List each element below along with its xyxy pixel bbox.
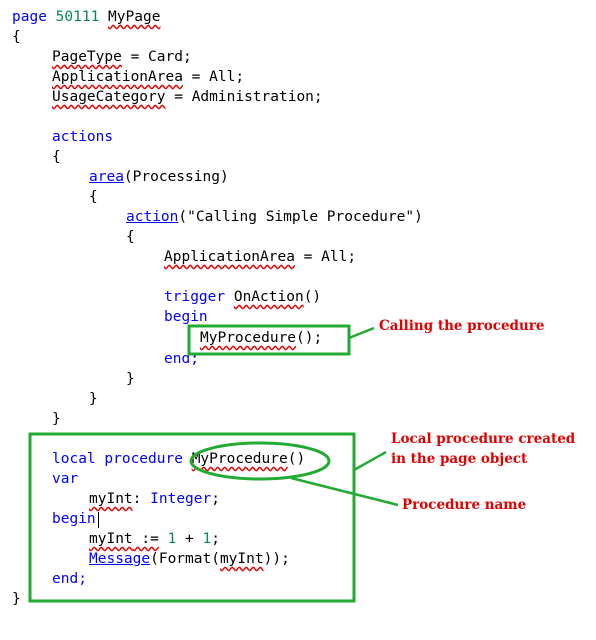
- annotation-local-procedure-line2: in the page object: [391, 451, 528, 467]
- message-function: Message: [89, 551, 151, 567]
- assignment-operator: :=: [132, 531, 159, 547]
- local-procedure-keyword: local procedure: [52, 451, 183, 467]
- code-line-action-open: {: [126, 229, 135, 245]
- code-line-variable-decl: myInt: Integer;: [89, 490, 220, 508]
- assignment-target: myInt: [89, 531, 133, 547]
- applicationarea-value: = All;: [182, 69, 245, 85]
- code-line-action-close: }: [126, 371, 135, 387]
- procedure-call-parens: ();: [296, 330, 323, 346]
- code-line-applicationarea: ApplicationArea = All;: [52, 68, 244, 86]
- code-line-area-open: {: [89, 189, 98, 205]
- annotation-calling-procedure: Calling the procedure: [379, 318, 545, 334]
- assignment-operand-1: 1: [167, 531, 177, 547]
- calling-arrow: [348, 326, 375, 340]
- action-keyword: action: [126, 209, 179, 225]
- text-cursor: [98, 512, 99, 528]
- code-line-actions-open: {: [52, 149, 61, 165]
- trigger-parens: (): [303, 289, 322, 305]
- code-line-actions-close: }: [52, 411, 61, 427]
- assignment-operand-2: 1: [202, 531, 212, 547]
- procedure-name-arrow: [290, 476, 399, 507]
- page-number: 50111: [55, 9, 100, 25]
- keyword-page: page: [12, 9, 47, 25]
- variable-type: Integer: [150, 491, 212, 507]
- code-line-message: Message(Format(myInt));: [89, 550, 290, 568]
- action-close-paren: ): [414, 209, 423, 225]
- annotation-local-procedure-line1: Local procedure created: [391, 431, 576, 447]
- code-line-actions: actions: [52, 129, 114, 145]
- code-line-trigger: trigger OnAction(): [164, 288, 321, 306]
- action-open-paren: (: [178, 209, 188, 225]
- code-line-close-brace: }: [12, 591, 21, 607]
- message-close: ));: [263, 551, 290, 567]
- property-applicationarea: ApplicationArea: [52, 69, 183, 85]
- usagecategory-value: = Administration;: [165, 89, 323, 105]
- code-line-page-declaration: page 50111 MyPage: [12, 8, 160, 26]
- area-keyword: area: [89, 169, 124, 185]
- property-usagecategory: UsageCategory: [52, 89, 166, 105]
- procedure-name-ellipse: [189, 441, 331, 481]
- code-line-area: area(Processing): [89, 168, 229, 186]
- assignment-semicolon: ;: [211, 531, 220, 547]
- local-procedure-name: MyProcedure: [191, 451, 288, 467]
- message-open: (Format(: [150, 551, 220, 567]
- code-line-open-brace: {: [12, 29, 21, 45]
- assignment-plus: +: [176, 531, 203, 547]
- page-name: MyPage: [108, 9, 161, 25]
- code-line-usagecategory: UsageCategory = Administration;: [52, 88, 323, 106]
- action-applicationarea-value: = All;: [294, 249, 357, 265]
- code-line-procedure-call: MyProcedure();: [200, 329, 322, 347]
- code-line-area-close: }: [89, 391, 98, 407]
- procedure-call-name: MyProcedure: [200, 330, 297, 346]
- trigger-keyword: trigger: [164, 289, 226, 305]
- code-line-end: end;: [52, 571, 87, 587]
- annotation-procedure-name: Procedure name: [402, 497, 527, 513]
- local-procedure-highlight-box: [28, 432, 356, 603]
- local-procedure-parens: (): [287, 451, 306, 467]
- trigger-name: OnAction: [233, 289, 304, 305]
- variable-semicolon: ;: [211, 491, 220, 507]
- code-line-action: action("Calling Simple Procedure"): [126, 208, 423, 226]
- variable-name: myInt: [89, 491, 133, 507]
- action-property-applicationarea: ApplicationArea: [164, 249, 295, 265]
- code-line-action-applicationarea: ApplicationArea = All;: [164, 248, 356, 266]
- variable-colon: :: [132, 491, 151, 507]
- code-line-assignment: myInt := 1 + 1;: [89, 530, 220, 548]
- area-arg: (Processing): [123, 169, 229, 185]
- code-line-trigger-begin: begin: [164, 309, 208, 325]
- message-arg: myInt: [219, 551, 264, 567]
- code-line-var: var: [52, 471, 79, 487]
- property-pagetype: PageType: [52, 49, 122, 65]
- procedure-call-highlight-box: [187, 324, 351, 356]
- action-caption: "Calling Simple Procedure": [187, 209, 415, 225]
- code-line-begin: begin: [52, 511, 96, 527]
- pagetype-value: = Card;: [121, 49, 192, 65]
- code-line-pagetype: PageType = Card;: [52, 48, 192, 66]
- code-line-local-procedure: local procedure MyProcedure(): [52, 450, 305, 468]
- local-procedure-arrow: [353, 450, 387, 472]
